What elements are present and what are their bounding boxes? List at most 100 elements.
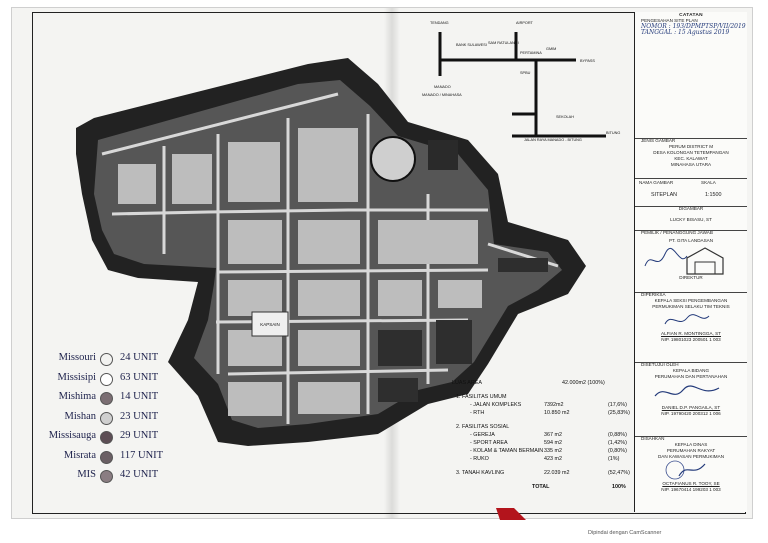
- tb-pemilik-head: PEMILIK / PENANGGUNG JAWAB: [641, 230, 713, 235]
- area-item-pct: (0,88%): [608, 432, 627, 438]
- tb-disetujui-line-1: KEPALA BIDANG: [672, 368, 710, 373]
- tb-diperiksa-line-1: KEPALA SEKSI PENGEMBANGAN: [654, 298, 728, 303]
- map-label-tendang: TENDANG: [430, 21, 449, 25]
- tb-skala-label: SKALA: [701, 180, 716, 185]
- area-item-pct: (0,80%): [608, 448, 627, 454]
- tb-drawing-info: NAMA GAMBAR SKALA SITEPLAN 1:1500: [635, 178, 747, 207]
- tb-digambar-name: LUCKY BISASU, ST: [670, 217, 712, 222]
- legend-row: MIS 42 UNIT: [42, 469, 172, 485]
- legend-name: Missisauga: [48, 430, 96, 441]
- legend-swatch: [100, 372, 113, 386]
- area-item-label: - GEREJA: [470, 432, 495, 438]
- legend-name: Misrata: [63, 449, 96, 461]
- tb-diperiksa-line-2: PERMUKIMAN SELAKU TIM TEKNIS: [652, 304, 730, 309]
- legend-row: Misrata 117 UNIT: [42, 450, 172, 466]
- tb-catatan-line-2: NOMOR : 193/DPMPTSP/VII/2019: [641, 23, 746, 30]
- legend-name: Mishan: [64, 410, 97, 422]
- tb-disetujui-line-2: PERUMAHAN DAN PERTANAHAN: [654, 374, 728, 379]
- tb-direktur: DIREKTUR: [679, 275, 703, 280]
- legend-count: 24 UNIT: [120, 352, 159, 363]
- approver-signature: [654, 385, 720, 397]
- area-item-label: 1. FASILITAS UMUM: [456, 394, 507, 400]
- tb-disahkan-nip: NIP. 19670414 199203 1 003: [661, 487, 721, 492]
- legend-name: MIS: [77, 469, 96, 480]
- tb-disetujui: DISETUJUI OLEH KEPALA BIDANG PERUMAHAN D…: [635, 362, 747, 437]
- tb-digambar-head: DIGAMBAR: [678, 206, 704, 211]
- tb-jenis-gambar: JENIS GAMBAR: [641, 138, 676, 143]
- legend-name: Missisipi: [57, 371, 96, 383]
- scanned-sheet: KAPSAIN TENDANG AIRPORT BANK SULAWESI SA…: [12, 8, 752, 518]
- inspector-signature: [664, 314, 710, 325]
- lot-blocks: [118, 128, 482, 416]
- tb-disetujui-head: DISETUJUI OLEH: [641, 362, 679, 367]
- tb-catatan: CATATAN PENGESAHAN SITE PLAN NOMOR : 193…: [635, 12, 747, 139]
- area-title: LUAS AREA: [452, 380, 482, 386]
- facility-block: [251, 311, 289, 337]
- legend-count: 14 UNIT: [120, 391, 159, 402]
- area-item-label: - JALAN KOMPLEKS: [470, 402, 522, 408]
- red-marker-mark: [496, 508, 526, 520]
- tb-disahkan-name: OCTAFIANUS R. TOOY, SE: [662, 481, 720, 486]
- tb-company: PT. GITA LANDASAN: [668, 238, 714, 243]
- tb-disetujui-nip: NIP. 19790420 200312 1 006: [661, 411, 721, 416]
- legend-swatch: [100, 470, 113, 483]
- area-total-pct: 100%: [612, 484, 626, 490]
- area-item-label: - KOLAM & TAMAN BERMAIN: [470, 448, 544, 454]
- area-item-label: 3. TANAH KAVLING: [456, 470, 505, 476]
- tb-catatan-line-1: PENGESAHAN SITE PLAN: [641, 18, 698, 23]
- tb-project-3: KEC. KALAWAT: [674, 156, 708, 161]
- area-item-label: - SPORT AREA: [470, 440, 508, 446]
- area-item-label: - RTH: [470, 410, 485, 416]
- area-item-label: 2. FASILITAS SOSIAL: [456, 424, 510, 430]
- tb-project-2: DESA KOLONGAN TETEMPANGAN: [653, 150, 729, 155]
- map-label-manado-minahasa: MANADO / MINAHASA: [422, 93, 462, 97]
- legend-swatch: [100, 431, 113, 444]
- map-label-jalan-bitung: JALAN RAYA MANADO - BITUNG: [524, 138, 582, 142]
- tb-pemilik: PEMILIK / PENANGGUNG JAWAB PT. GITA LAND…: [635, 230, 747, 293]
- area-item-label: - RUKO: [470, 456, 489, 462]
- legend-row: Missouri 24 UNIT: [42, 352, 172, 368]
- tb-disahkan-head: DISAHKAN: [641, 436, 665, 441]
- tb-project-1: PERUM DISTRICT M: [668, 144, 714, 149]
- legend-row: Missisauga 29 UNIT: [42, 430, 172, 446]
- legend-count: 29 UNIT: [120, 430, 159, 441]
- tb-diperiksa-name: ALFIAN R. MONTINGGA, ST: [661, 331, 721, 336]
- head-signature-stamp: [665, 460, 706, 480]
- area-item-value: 423 m2: [544, 456, 562, 462]
- scanner-watermark: Dipindai dengan CamScanner: [588, 530, 662, 536]
- map-label-airport: AIRPORT: [516, 21, 533, 25]
- area-item-value: 335 m2: [544, 448, 562, 454]
- tb-disetujui-name: DANIEL D.P. PANGAILA, ST: [661, 405, 721, 410]
- tb-catatan-head: CATATAN: [679, 13, 703, 18]
- legend-name: Missouri: [58, 352, 96, 363]
- legend-swatch: [100, 450, 113, 464]
- road-network: [101, 92, 559, 424]
- map-label-spbu: SPBU: [520, 71, 531, 75]
- tb-skala: 1:1500: [705, 192, 722, 198]
- area-item-pct: (25,83%): [608, 410, 630, 416]
- area-item-value: 594 m2: [544, 440, 562, 446]
- area-item-value: 367 m2: [544, 432, 562, 438]
- area-item-value: 7392m2: [544, 402, 564, 408]
- map-label-bypass: BYPASS: [580, 59, 595, 63]
- legend-count: 63 UNIT: [120, 371, 159, 383]
- tb-diperiksa-head: DIPERIKSA: [641, 292, 666, 297]
- map-label-samratulangi: SAM RATULANGI: [488, 41, 519, 45]
- location-map: TENDANG AIRPORT BANK SULAWESI SAM RATULA…: [422, 21, 620, 142]
- dark-lot-blocks: [378, 258, 548, 402]
- legend-row: Missisipi 63 UNIT: [42, 372, 172, 388]
- tb-diperiksa: DIPERIKSA KEPALA SEKSI PENGEMBANGAN PERM…: [635, 292, 747, 363]
- map-label-sekolah: SEKOLAH: [556, 115, 574, 119]
- legend-count: 117 UNIT: [120, 449, 164, 461]
- tb-disahkan-line-2: PERUMAHAN RAKYAT: [666, 448, 716, 453]
- legend-swatch: [100, 353, 113, 366]
- legend-row: Mishan 23 UNIT: [42, 411, 172, 427]
- tb-digambar: DIGAMBAR LUCKY BISASU, ST: [635, 206, 747, 231]
- roundabout: [370, 136, 416, 182]
- legend-count: 42 UNIT: [120, 469, 159, 480]
- area-total-value: 42.000m2 (100%): [562, 380, 605, 386]
- tb-nama-gambar: SITEPLAN: [651, 192, 678, 198]
- map-label-bitung: BITUNG: [606, 131, 620, 135]
- legend-swatch: [100, 392, 113, 405]
- legend-count: 23 UNIT: [120, 410, 159, 422]
